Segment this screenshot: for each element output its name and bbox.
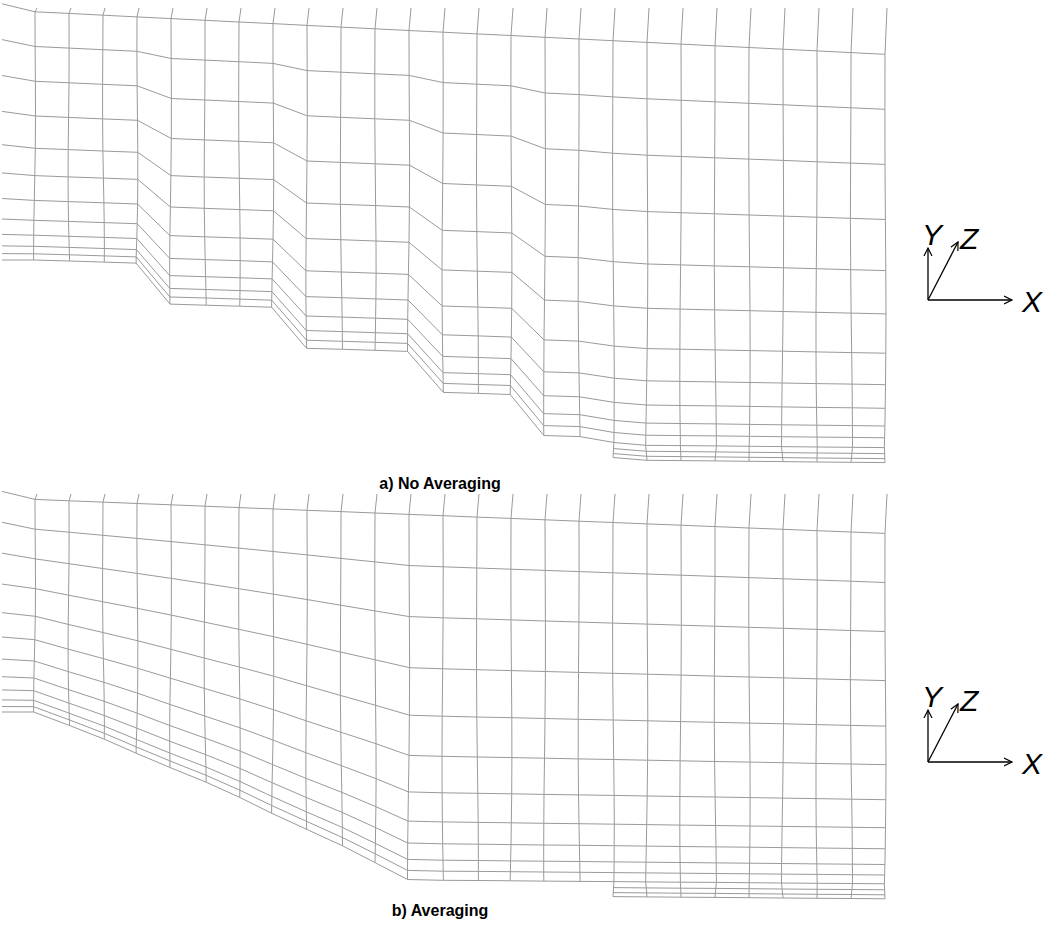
- mesh-line: [816, 8, 819, 462]
- panel-caption: b) Averaging: [392, 903, 489, 919]
- mesh-line: [884, 494, 887, 899]
- axis-label: Z: [960, 686, 978, 716]
- mesh-line: [2, 145, 886, 271]
- mesh-line: [714, 494, 717, 897]
- mesh-line: [680, 8, 683, 461]
- mesh-line: [680, 494, 683, 897]
- axis-label: X: [1022, 749, 1042, 779]
- mesh-line: [34, 494, 37, 712]
- mesh-line: [613, 494, 615, 897]
- mesh-line: [646, 8, 649, 460]
- mesh-line: [306, 8, 309, 348]
- mesh-line: [749, 494, 751, 898]
- mesh-line: [816, 494, 819, 898]
- mesh-line: [2, 254, 885, 438]
- y-axis-arrow: [927, 710, 928, 762]
- axis-label: Y: [922, 220, 942, 250]
- axis-label: Y: [922, 682, 942, 712]
- mesh-line: [272, 494, 275, 813]
- mesh-line: [2, 219, 886, 385]
- mesh-line: [2, 246, 885, 426]
- mesh-line: [2, 690, 885, 849]
- mesh-line: [2, 637, 886, 765]
- mesh-line: [477, 494, 480, 881]
- mesh-line: [170, 8, 173, 304]
- mesh-line: [850, 8, 853, 462]
- mesh-line: [782, 8, 786, 462]
- mesh-line: [239, 8, 241, 306]
- z-axis-arrow: [928, 704, 958, 762]
- mesh-line: [850, 494, 853, 899]
- mesh-line: [239, 494, 241, 797]
- axis-label: X: [1022, 287, 1042, 317]
- mesh-line: [306, 494, 309, 829]
- mesh-line: [782, 494, 786, 898]
- mesh-line: [136, 494, 139, 753]
- mesh-line: [477, 8, 480, 393]
- mesh-line: [2, 260, 884, 448]
- mesh-no-averaging: [2, 4, 887, 463]
- mesh-line: [613, 8, 615, 458]
- mesh-line: [2, 584, 885, 681]
- mesh-line: [103, 8, 105, 262]
- mesh-line: [442, 494, 445, 880]
- mesh-line: [578, 8, 581, 437]
- mesh-line: [2, 659, 886, 800]
- mesh-line: [136, 8, 139, 263]
- mesh-line: [103, 494, 105, 739]
- mesh-line: [204, 8, 207, 305]
- mesh-line: [510, 8, 513, 395]
- mesh-line: [375, 8, 377, 350]
- mesh-line: [544, 8, 547, 436]
- mesh-line: [375, 494, 377, 863]
- mesh-line: [340, 8, 343, 349]
- z-axis-arrow: [928, 242, 958, 300]
- mesh-line: [2, 173, 886, 314]
- mesh-averaging: [2, 491, 887, 898]
- mesh-line: [578, 494, 581, 881]
- y-axis-arrow: [927, 248, 928, 300]
- mesh-line: [408, 494, 412, 880]
- mesh-line: [714, 8, 717, 461]
- mesh-line: [68, 8, 71, 261]
- x-axis-arrow: [928, 761, 1012, 762]
- mesh-line: [2, 111, 885, 219]
- axis-label: Z: [960, 224, 978, 254]
- mesh-line: [170, 494, 173, 768]
- mesh-line: [340, 494, 343, 846]
- mesh-line: [272, 8, 275, 307]
- mesh-line: [68, 494, 71, 726]
- mesh-line: [544, 494, 547, 881]
- mesh-line: [510, 494, 513, 881]
- mesh-line: [34, 8, 37, 260]
- mesh-line: [884, 8, 887, 463]
- mesh-line: [442, 8, 445, 392]
- mesh-line: [204, 494, 207, 782]
- x-axis-arrow: [928, 299, 1012, 300]
- mesh-line: [646, 494, 649, 897]
- mesh-line: [2, 700, 885, 865]
- mesh-line: [2, 199, 886, 354]
- panel-caption: a) No Averaging: [379, 476, 501, 492]
- mesh-line: [2, 613, 886, 726]
- mesh-line: [408, 8, 412, 351]
- mesh-line: [749, 8, 751, 461]
